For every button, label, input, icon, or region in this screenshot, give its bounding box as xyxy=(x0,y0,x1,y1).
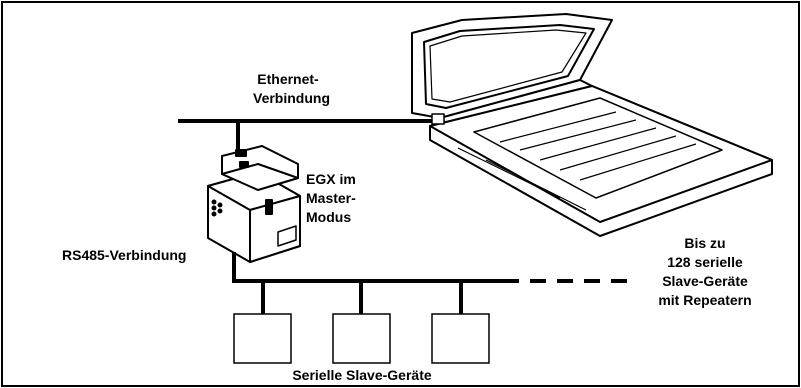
egx-gateway-icon xyxy=(207,145,301,263)
ethernet-label-line1: Ethernet- xyxy=(257,71,319,87)
laptop-icon xyxy=(411,13,773,237)
slave-device-2 xyxy=(332,313,391,364)
ethernet-label: Ethernet- Verbindung xyxy=(253,70,330,108)
egx-label-line3: Modus xyxy=(306,209,352,225)
max-devices-line4: mit Repeatern xyxy=(658,292,752,308)
slave-device-1 xyxy=(233,313,292,364)
egx-label: EGX im Master- Modus xyxy=(306,170,356,227)
egx-label-line1: EGX im xyxy=(306,171,356,187)
max-devices-label: Bis zu 128 serielle Slave-Geräte mit Rep… xyxy=(640,234,770,310)
ethernet-label-line2: Verbindung xyxy=(253,90,330,106)
max-devices-line3: Slave-Geräte xyxy=(662,273,748,289)
max-devices-line1: Bis zu xyxy=(684,235,726,251)
egx-label-line2: Master- xyxy=(306,190,356,206)
max-devices-line2: 128 serielle xyxy=(667,254,743,270)
rs485-label: RS485-Verbindung xyxy=(62,247,187,263)
slave-device-3 xyxy=(431,313,490,364)
slaves-caption: Serielle Slave-Geräte xyxy=(292,367,432,383)
